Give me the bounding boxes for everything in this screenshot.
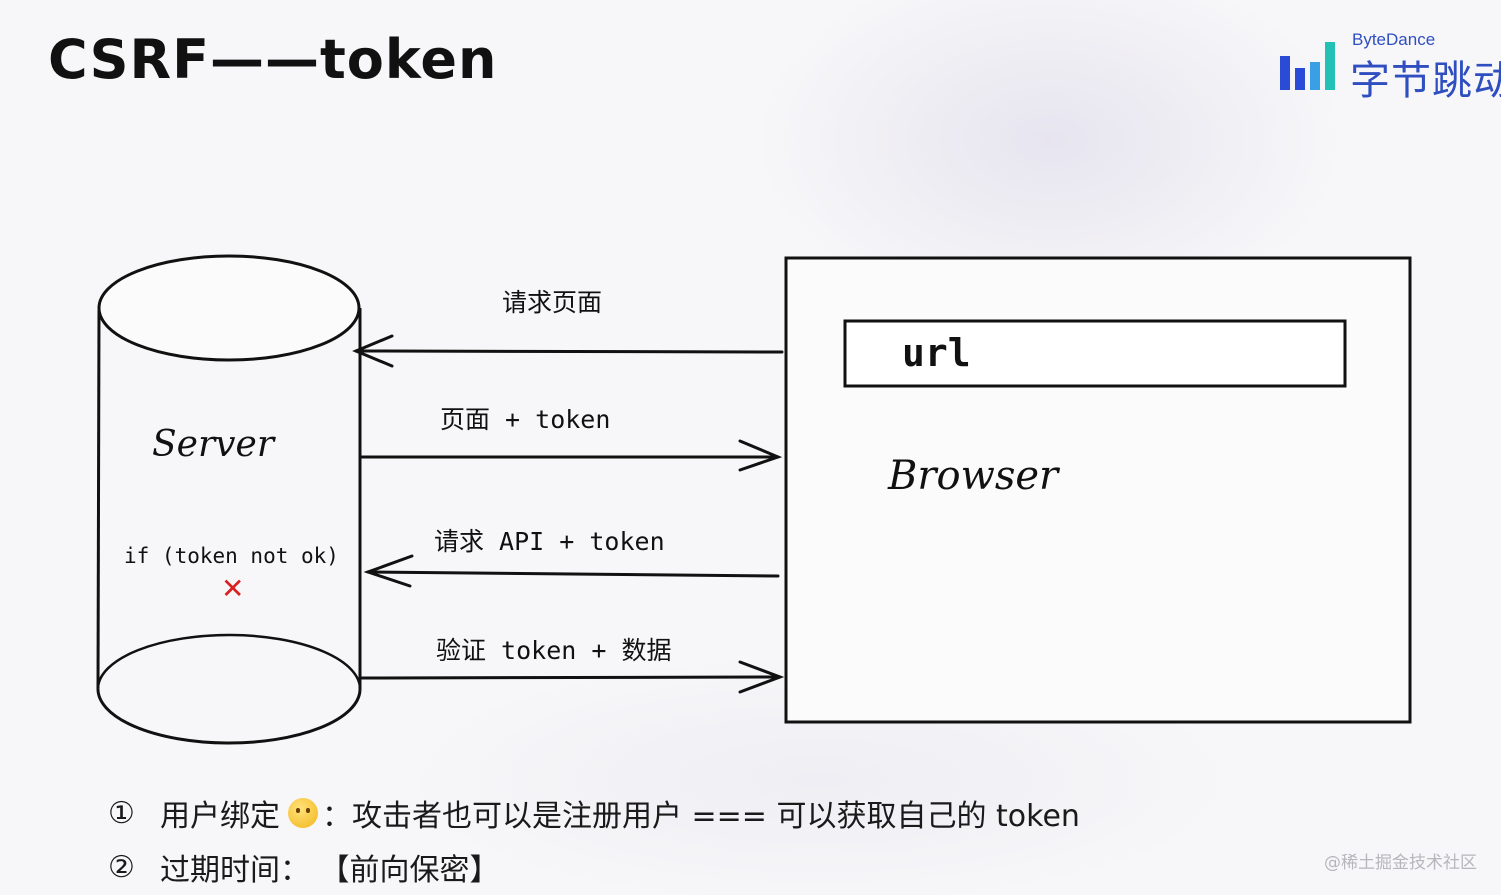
server-label: Server xyxy=(152,424,276,465)
url-label: url xyxy=(902,331,971,375)
arrow-page-token-label: 页面 + token xyxy=(440,405,610,434)
note-text: 过期时间： 【前向保密】 xyxy=(160,853,500,888)
note-user-binding: ① 用户绑定 ：攻击者也可以是注册用户 === 可以获取自己的 token xyxy=(108,786,1080,840)
arrow-request-page xyxy=(352,334,784,368)
browser-label: Browser xyxy=(887,453,1061,499)
thinking-face-icon xyxy=(288,798,318,828)
server-condition: if (token not ok) xyxy=(124,544,339,568)
note-expiry-time: ② 过期时间： 【前向保密】 xyxy=(108,840,1080,894)
note-text-after: ：攻击者也可以是注册用户 === 可以获取自己的 token xyxy=(322,799,1080,834)
bytedance-logo: ByteDance 字节跳动 xyxy=(1278,30,1501,100)
logo-chinese-text: 字节跳动 xyxy=(1350,58,1501,100)
server-cylinder xyxy=(96,254,362,745)
logo-english-text: ByteDance xyxy=(1352,30,1436,49)
notes-list: ① 用户绑定 ：攻击者也可以是注册用户 === 可以获取自己的 token ② … xyxy=(108,786,1080,894)
note-text-before: 用户绑定 xyxy=(160,799,280,834)
arrow-verify-token-data xyxy=(360,660,785,694)
slide-title: CSRF——token xyxy=(48,28,498,91)
arrow-request-api-token xyxy=(363,554,780,588)
arrow-verify-token-data-label: 验证 token + 数据 xyxy=(436,636,671,665)
arrow-page-token xyxy=(360,439,783,472)
source-watermark: @稀土掘金技术社区 xyxy=(1324,853,1477,873)
url-bar xyxy=(843,319,1347,388)
note-number: ① xyxy=(108,795,135,831)
arrow-request-api-token-label: 请求 API + token xyxy=(434,527,665,556)
note-number: ② xyxy=(108,849,135,885)
reject-mark-icon: ✕ xyxy=(221,572,244,605)
bytedance-logo-icon xyxy=(1280,42,1335,90)
arrow-request-page-label: 请求页面 xyxy=(502,288,602,317)
